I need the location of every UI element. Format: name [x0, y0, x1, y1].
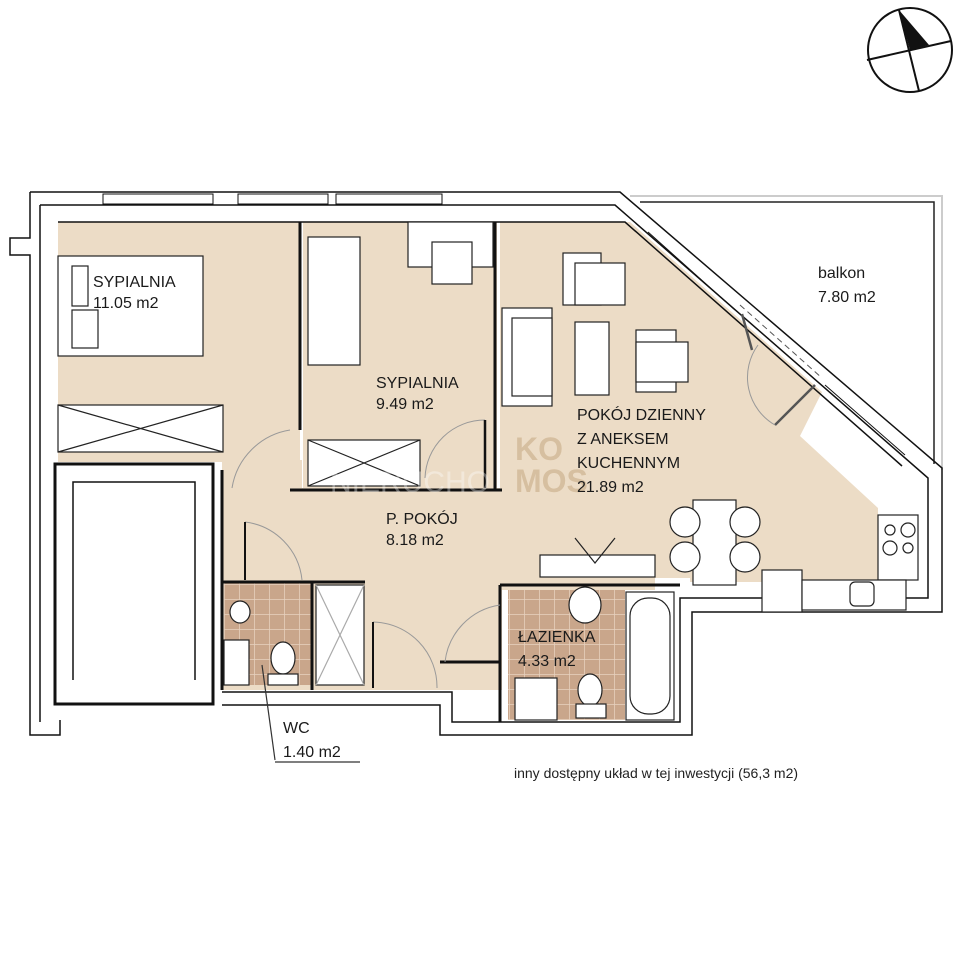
room-name: SYPIALNIA	[376, 375, 459, 392]
room-name-line-3: KUCHENNYM	[577, 455, 681, 472]
room-bathroom-label: ŁAZIENKA 4.33 m2	[518, 626, 595, 674]
room-area: 4.33 m2	[518, 653, 576, 670]
walls	[9, 191, 943, 736]
watermark-logo: KO MOS NIERUCHO	[330, 431, 588, 499]
room-name: POKÓJ DZIENNY	[577, 407, 706, 424]
compass-icon	[866, 7, 953, 93]
svg-text:NIERUCHO: NIERUCHO	[330, 466, 490, 499]
room-area: 9.49 m2	[376, 396, 434, 413]
room-name: P. POKÓJ	[386, 511, 458, 528]
room-area: 8.18 m2	[386, 532, 444, 549]
room-name: balkon	[818, 265, 866, 282]
room-bedroom-2-label: SYPIALNIA 9.49 m2	[376, 373, 459, 415]
room-area: 1.40 m2	[283, 744, 341, 761]
room-balcony-label: balkon 7.80 m2	[818, 262, 876, 310]
furniture	[57, 221, 919, 763]
room-name: SYPIALNIA	[93, 274, 176, 291]
alternative-layout-link[interactable]: inny dostępny układ w tej inwestycji (56…	[514, 765, 799, 781]
room-wc-label: WC 1.40 m2	[283, 717, 341, 765]
room-name: ŁAZIENKA	[518, 629, 596, 646]
room-area: 7.80 m2	[818, 289, 876, 306]
room-name: WC	[283, 720, 310, 737]
room-living-label: POKÓJ DZIENNY Z ANEKSEM KUCHENNYM 21.89 …	[577, 404, 706, 500]
room-area: 21.89 m2	[577, 479, 644, 496]
room-bedroom-1-label: SYPIALNIA 11.05 m2	[93, 272, 176, 314]
room-name-line-2: Z ANEKSEM	[577, 431, 669, 448]
svg-text:MOS: MOS	[515, 463, 588, 499]
room-area: 11.05 m2	[93, 295, 159, 312]
balcony	[630, 195, 943, 470]
room-hall-label: P. POKÓJ 8.18 m2	[386, 509, 458, 551]
svg-text:KO: KO	[515, 431, 563, 467]
